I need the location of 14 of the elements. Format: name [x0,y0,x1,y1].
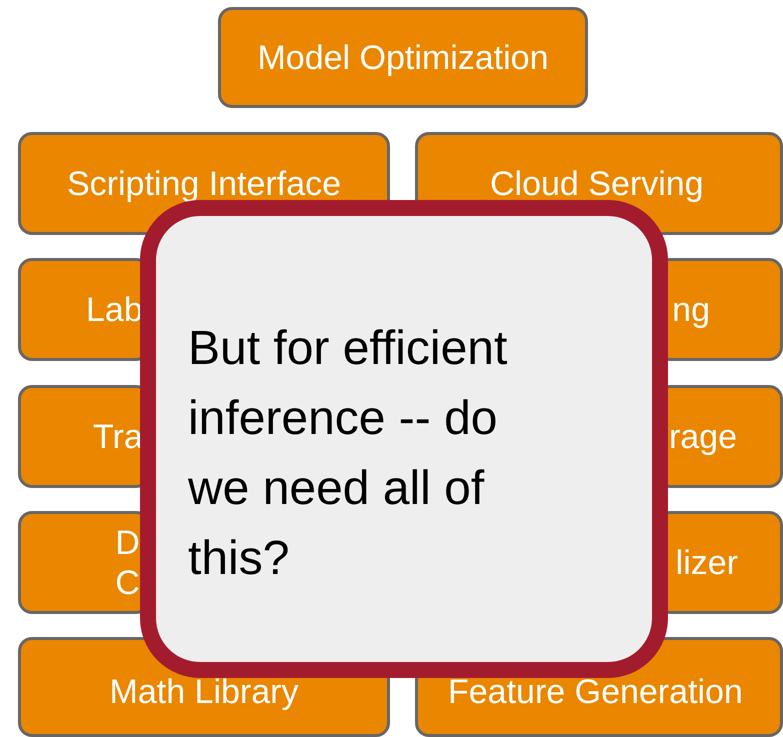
component-label: Model Optimization [256,38,550,78]
component-label: Lab [86,290,143,330]
component-label: Scripting Interface [66,164,342,204]
component-box [218,7,588,108]
component-label: rage [668,416,737,456]
callout-text: But for efficient inference -- do we need all of this? [188,321,508,587]
component-label: Tra [93,416,143,456]
component-label: lizer [676,542,738,582]
component-label: ng [672,290,710,330]
question-dialog [140,200,668,678]
component-label: D C [115,522,140,602]
component-label: Feature Generation [448,672,743,712]
component-label: Cloud Serving [490,164,704,204]
component-label: Math Library [108,672,300,712]
